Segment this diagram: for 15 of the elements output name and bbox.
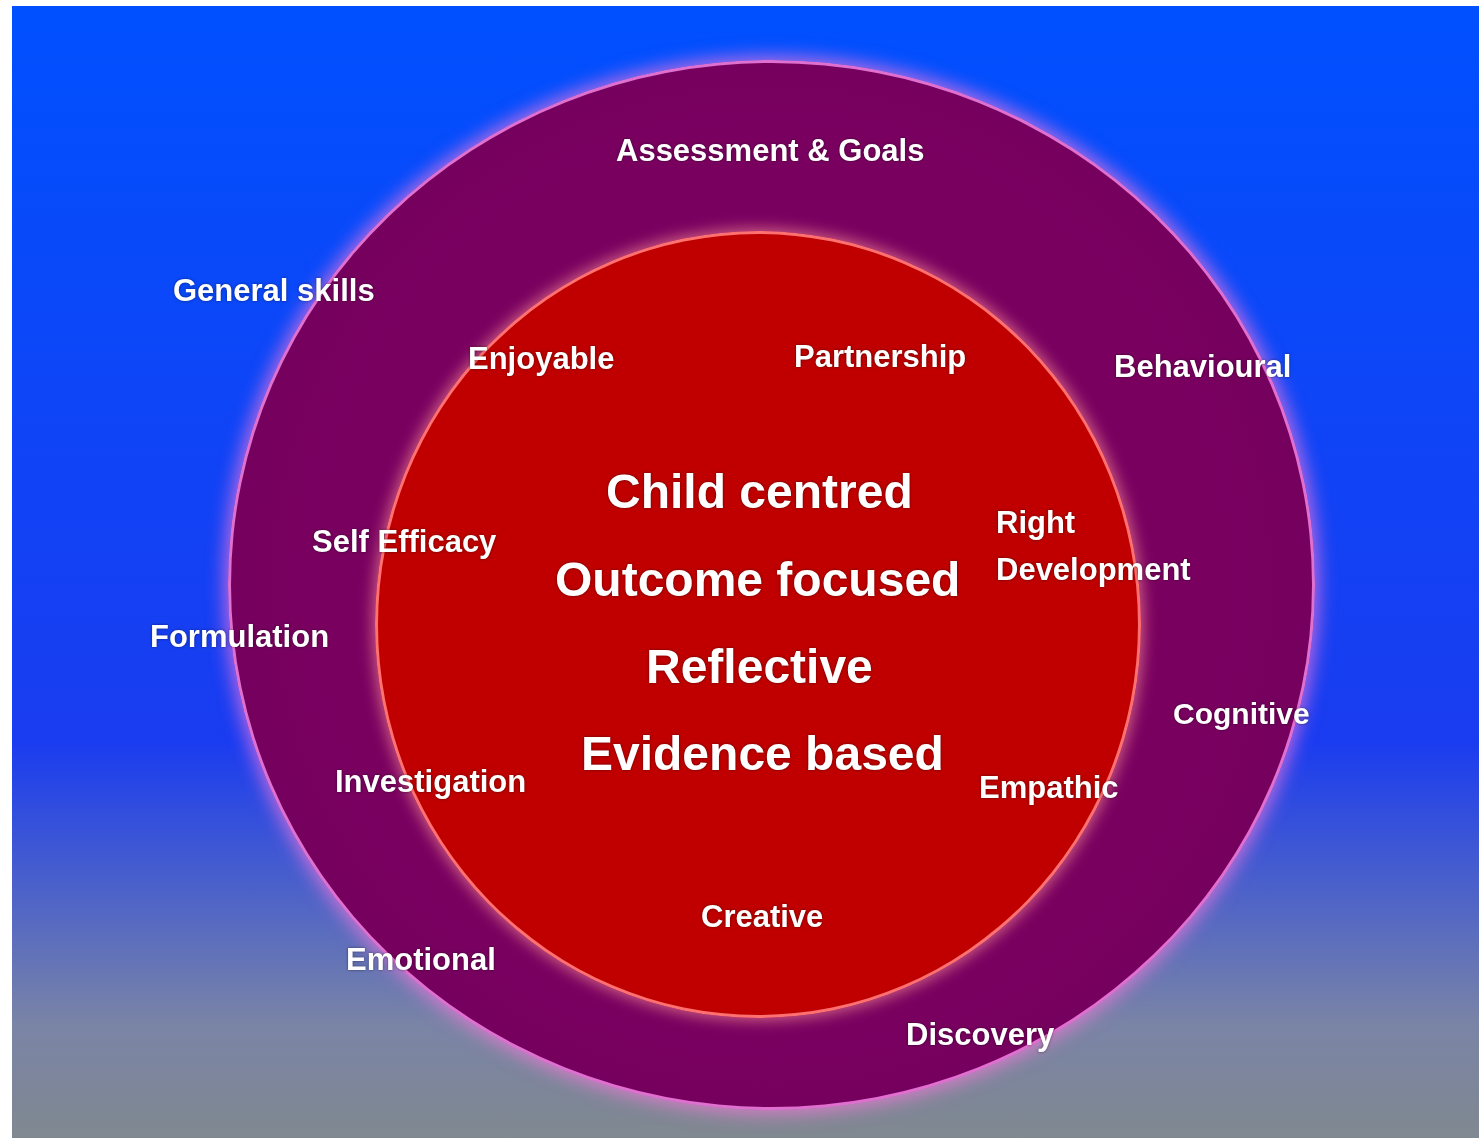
ring-label: Right Development	[996, 504, 1192, 589]
circle-label: Child centred	[606, 464, 913, 520]
ring-label: Emotional	[346, 942, 496, 978]
circle-label: Partnership	[794, 339, 967, 375]
circle-label: Empathic	[979, 770, 1119, 806]
circle-label: Outcome focused	[555, 552, 961, 608]
ring-label: Self Efficacy	[312, 524, 497, 560]
circle-label: Cognitive	[1173, 697, 1310, 732]
circle-label: Enjoyable	[468, 341, 615, 377]
circle-label: Reflective	[646, 639, 873, 695]
circle-label: Evidence based	[581, 726, 944, 782]
circle-label: Discovery	[906, 1017, 1055, 1053]
ring-label: Investigation	[335, 764, 527, 800]
circle-label: Assessment & Goals	[616, 133, 925, 169]
circle-label: Creative	[701, 899, 824, 935]
